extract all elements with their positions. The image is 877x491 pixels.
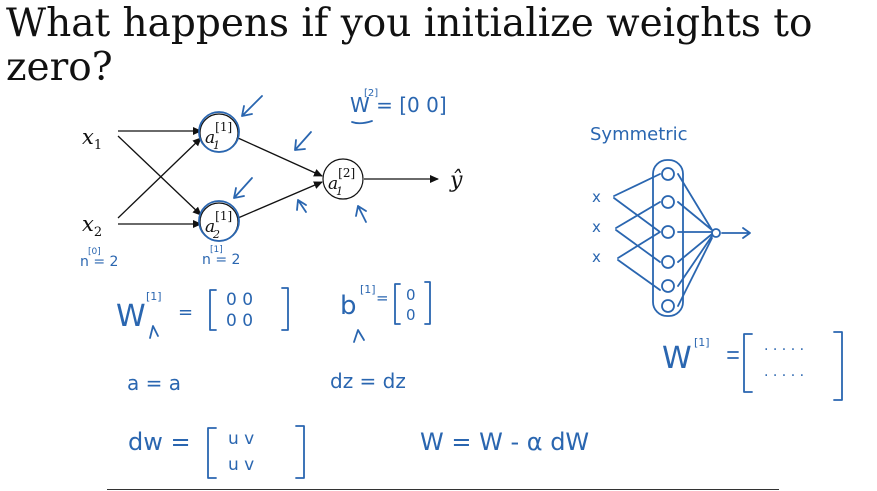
b1-bracket-left [394,283,401,325]
sym-unit-3 [661,225,675,239]
dw-row1: u v [228,429,254,449]
handwritten-notes: W = [0 0] [2] n = 2 [0] n = 2 [1] W [1] … [80,88,843,479]
w2-equation: W = [0 0] [350,93,447,117]
hidden-node-1-label: a[1] [205,120,232,148]
n1-sup: [1] [210,245,223,255]
hidden-node-2-sub: 2 [212,228,220,241]
bottom-divider [107,489,779,490]
hidden-node-2-ink [198,200,240,242]
output-node-label: a[2] [328,166,355,194]
w-big-row2: · · · · · [764,368,804,384]
w-big-bracket-right [833,331,843,401]
ink-arrow-out [355,205,367,223]
sym-unit-5 [661,279,675,293]
network-diagram: x1 x2 a[1] 1 a[1] 2 a[2] 1 ŷ [82,111,463,242]
symmetric-label: Symmetric [590,124,688,145]
sym-x1: x [592,188,601,206]
b1-row2: 0 [406,306,416,324]
sym-input-edges [613,173,661,291]
hidden-node-1-sub: 1 [213,139,220,152]
n0-label: n = 2 [80,254,118,270]
ink-arrow-w2 [296,199,307,213]
b1-sup: [1] [360,283,376,296]
slide-title: What happens if you initialize weights t… [6,1,813,90]
w1-matrix: W [1] = 0 0 0 0 [116,287,289,339]
ink-arrow-a2 [233,177,253,199]
edge-x2-a1 [117,137,202,219]
w1-bracket-right [281,287,289,331]
dw-bracket-left [207,427,217,479]
edge-a2-out [237,181,323,219]
w1-row2: 0 0 [226,311,253,331]
edge-x1-a2 [117,135,202,216]
w-big-row1: · · · · · [764,342,804,358]
w1-lhs: W [116,299,146,334]
sym-unit-2 [661,195,675,209]
sym-unit-1 [661,167,675,181]
hidden-node-2-label: a[1] [205,209,232,237]
sym-unit-4 [661,255,675,269]
b1-bracket-right [424,281,431,325]
b1-caret [353,329,365,343]
input-x2: x2 [82,212,102,240]
n1-label: n = 2 [202,252,240,268]
dz-equal: dz = dz [330,369,406,393]
b1-eq: = [376,289,389,307]
b1-lhs: b [340,291,357,321]
output-node-sub: 1 [336,185,343,198]
sym-x3: x [592,248,601,266]
dw-matrix: dw = u v u v [128,425,305,479]
sym-output-arrow [721,227,751,239]
sym-x2: x [592,218,601,236]
input-x1: x1 [82,125,102,153]
w2-underline [351,120,373,125]
hidden-node-1-ink [198,111,240,153]
dw-row2: u v [228,455,254,475]
symmetric-layer [652,159,684,317]
ink-arrow-w1 [294,131,312,151]
w1-row1: 0 0 [226,290,253,310]
ink-arrow-a1 [241,95,263,117]
w1-eq: = [178,302,193,323]
w-big-matrix: W [1] · · · · · · · · · · [662,331,843,401]
output-node [322,158,364,200]
dw-bracket-right [295,425,305,479]
w1-bracket-left [209,289,217,331]
b1-row1: 0 [406,286,416,304]
dw-lhs: dw = [128,428,191,456]
symmetric-sketch: Symmetric x x x [590,124,751,317]
update-rule: W = W - α dW [420,428,589,456]
output-yhat: ŷ [449,168,463,193]
w1-sup: [1] [146,290,162,303]
w1-caret [149,325,159,339]
w-big-bracket-left [743,333,753,393]
sym-output-edges [677,173,713,307]
w2-sup: [2] [364,88,378,99]
w-big-sup: [1] [694,336,710,349]
b1-vector: b [1] = 0 0 [340,281,431,343]
a-equal: a = a [127,371,181,395]
edge-a1-out [237,137,323,177]
w-big-lhs: W [662,341,692,376]
sym-unit-6 [661,299,675,313]
sym-output-unit [711,228,721,238]
n0-sup: [0] [88,247,101,257]
